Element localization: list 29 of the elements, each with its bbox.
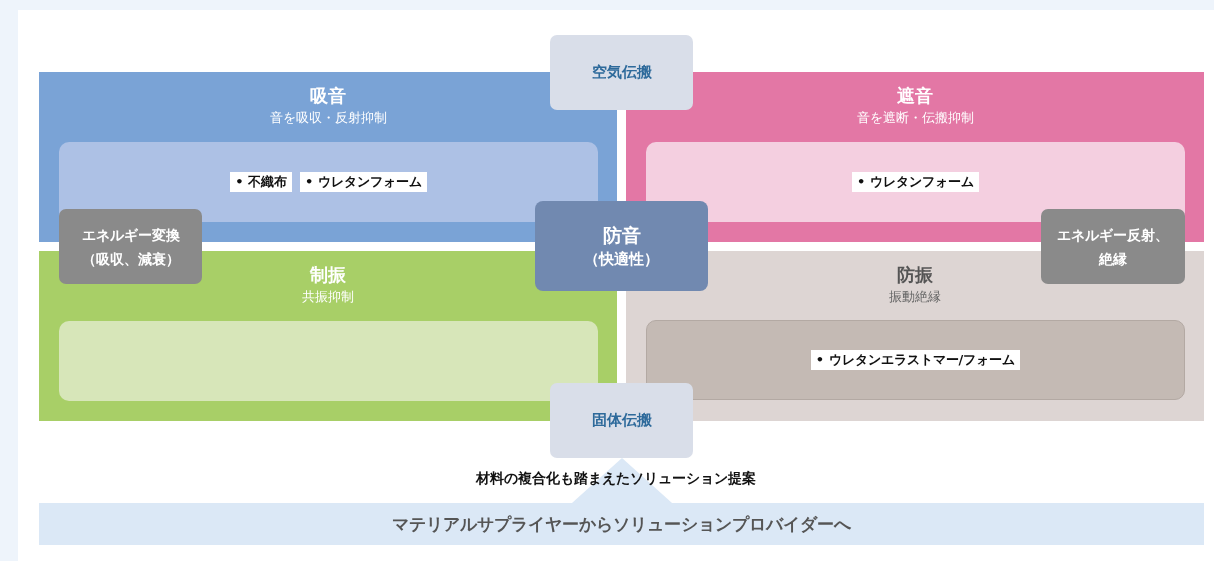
transmission-box <box>550 383 693 458</box>
panel-subtitle: 音を吸収・反射抑制 <box>269 109 387 127</box>
box-label: エネルギー変換（吸収、減衰） <box>80 225 181 269</box>
center-subtitle: （快適性） <box>584 249 659 270</box>
panel-subtitle: 共振抑制 <box>302 288 354 306</box>
material-tag: • 不織布 <box>230 172 292 192</box>
box-label: 空気伝搬 <box>591 63 652 82</box>
box-label: エネルギー反射、絶縁 <box>1056 225 1170 269</box>
material-panel <box>59 142 598 222</box>
material-panel <box>646 142 1185 222</box>
material-panel <box>646 320 1185 400</box>
panel-subtitle: 音を遮断・伝搬抑制 <box>856 109 974 127</box>
caption-text: 材料の複合化も踏まえたソリューション提案 <box>476 470 756 488</box>
transmission-box <box>550 35 693 110</box>
panel-subtitle: 振動絶縁 <box>889 288 941 306</box>
panel-title: 制振 <box>310 263 346 287</box>
material-tag: • ウレタンフォーム <box>300 172 427 192</box>
mechanism-box <box>1041 209 1185 284</box>
material-tag: • ウレタンフォーム <box>852 172 979 192</box>
box-label: マテリアルサプライヤーからソリューションプロバイダーへ <box>392 512 851 536</box>
panel-title: 防振 <box>897 263 933 287</box>
panel-title: 吸音 <box>310 84 346 108</box>
mechanism-box <box>59 209 202 284</box>
box-label: 固体伝搬 <box>591 411 652 430</box>
material-panel <box>59 321 598 401</box>
center-title: 防音 <box>602 223 641 248</box>
center-box <box>535 201 708 291</box>
panel-title: 遮音 <box>897 84 933 108</box>
material-tag: • ウレタンエラストマー/フォーム <box>810 350 1021 370</box>
